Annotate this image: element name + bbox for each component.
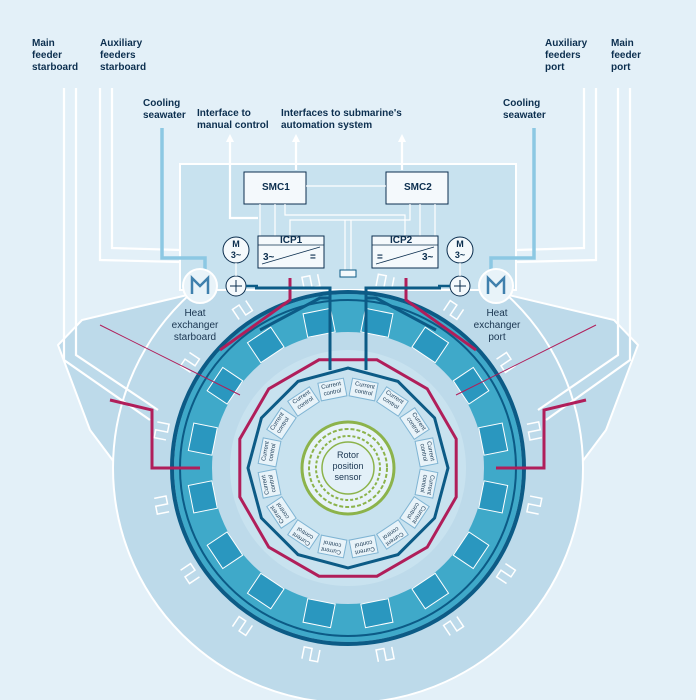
icp2-box <box>371 235 439 269</box>
stator-winding <box>526 495 543 515</box>
current-control-module <box>375 386 409 417</box>
stator-tooth <box>187 480 218 514</box>
stator-winding <box>231 615 254 637</box>
dark-inner-ring <box>246 366 450 570</box>
smc2-label: SMC2 <box>404 182 432 193</box>
stator-winding <box>301 274 321 290</box>
stator-tooth <box>360 307 394 338</box>
current-control-module <box>348 534 379 559</box>
icp-connections <box>255 286 441 370</box>
heat-exchanger-port-icon <box>486 274 506 294</box>
stator-tooth <box>478 480 509 514</box>
stator-winding <box>179 351 201 374</box>
stator-tooth <box>302 598 336 629</box>
label-interface-automation: Interfaces to submarine's automation sys… <box>281 108 402 131</box>
label-cooling-seawater-left: Cooling seawater <box>143 98 186 121</box>
stator-tooth <box>452 531 490 570</box>
icp1-symbol-dc: = <box>310 252 316 263</box>
stator-tooth <box>246 326 285 364</box>
current-control-module <box>414 437 439 468</box>
smc2-box <box>385 171 449 205</box>
stator-winding <box>154 495 170 515</box>
stator-tooth <box>411 572 450 610</box>
label-main-feeder-port: Main feeder port <box>611 38 642 73</box>
stator-winding <box>496 351 516 374</box>
smc-links <box>259 185 436 270</box>
icp1-symbol-ac: 3~ <box>263 252 275 263</box>
label-heat-exchanger-port: Heat exchanger port <box>473 308 521 343</box>
crimson-feeders <box>109 278 587 470</box>
cooling-pipes <box>160 128 536 270</box>
label-cooling-seawater-right: Cooling seawater <box>503 98 546 121</box>
icp1-label: ICP1 <box>280 235 303 246</box>
stator-tooth <box>360 598 394 629</box>
current-control-boxes <box>257 377 439 559</box>
motor-left-symbol: M 3~ <box>230 239 242 260</box>
current-control-module <box>399 495 430 529</box>
stator-winding <box>442 616 465 636</box>
stator-winding <box>526 421 542 441</box>
rotor-connector <box>339 269 357 278</box>
current-control-module <box>375 519 409 550</box>
interface-arrows <box>226 134 406 142</box>
stator-winding <box>153 421 170 441</box>
current-control-module <box>287 386 321 417</box>
stator-tooth <box>411 326 450 364</box>
stator-winding <box>495 562 517 585</box>
stator-tooth <box>246 572 285 610</box>
icp2-symbol-ac: 3~ <box>422 252 434 263</box>
rotor-winding-2 <box>315 435 381 501</box>
motor-right-symbol: M 3~ <box>454 239 466 260</box>
label-rotor-sensor: Rotor position sensor <box>332 450 364 482</box>
icp1-box <box>257 235 325 269</box>
current-control-module <box>257 468 282 499</box>
rotor-sensor-disc <box>321 441 375 495</box>
icp2-symbol-dc: = <box>377 252 383 263</box>
label-aux-feeders-starboard: Auxiliary feeders starboard <box>100 38 147 73</box>
label-heat-exchanger-starboard: Heat exchanger starboard <box>171 308 219 343</box>
stator-tooth <box>187 422 218 456</box>
stator-teeth <box>153 273 543 663</box>
current-control-module <box>317 377 348 402</box>
current-control-module <box>399 407 430 441</box>
feeder-lines <box>62 88 632 421</box>
stator-winding <box>375 646 395 662</box>
current-control-module <box>266 407 297 441</box>
stator-tooth <box>302 307 336 338</box>
smc1-box <box>243 171 307 205</box>
stator-winding <box>231 300 254 320</box>
rotor-winding <box>308 428 388 508</box>
stator-winding <box>442 299 465 321</box>
current-control-module <box>266 495 297 529</box>
stator-tooth <box>206 531 244 570</box>
current-control-module <box>287 519 321 550</box>
crimson-current-ring <box>238 358 458 578</box>
label-interface-manual: Interface to manual control <box>197 108 269 131</box>
current-control-module <box>317 534 348 559</box>
heat-exchanger-starboard-icon <box>190 274 210 294</box>
stator-winding <box>180 562 200 585</box>
current-control-module <box>414 468 439 499</box>
label-aux-feeders-port: Auxiliary feeders port <box>545 38 588 73</box>
current-control-module <box>257 437 282 468</box>
stator-tooth <box>478 422 509 456</box>
label-main-feeder-starboard: Main feeder starboard <box>32 38 79 73</box>
stator-winding <box>301 646 321 663</box>
icp2-label: ICP2 <box>390 235 413 246</box>
current-control-module <box>348 377 379 402</box>
crimson-fine-lines <box>99 324 597 396</box>
smc1-label: SMC1 <box>262 182 290 193</box>
